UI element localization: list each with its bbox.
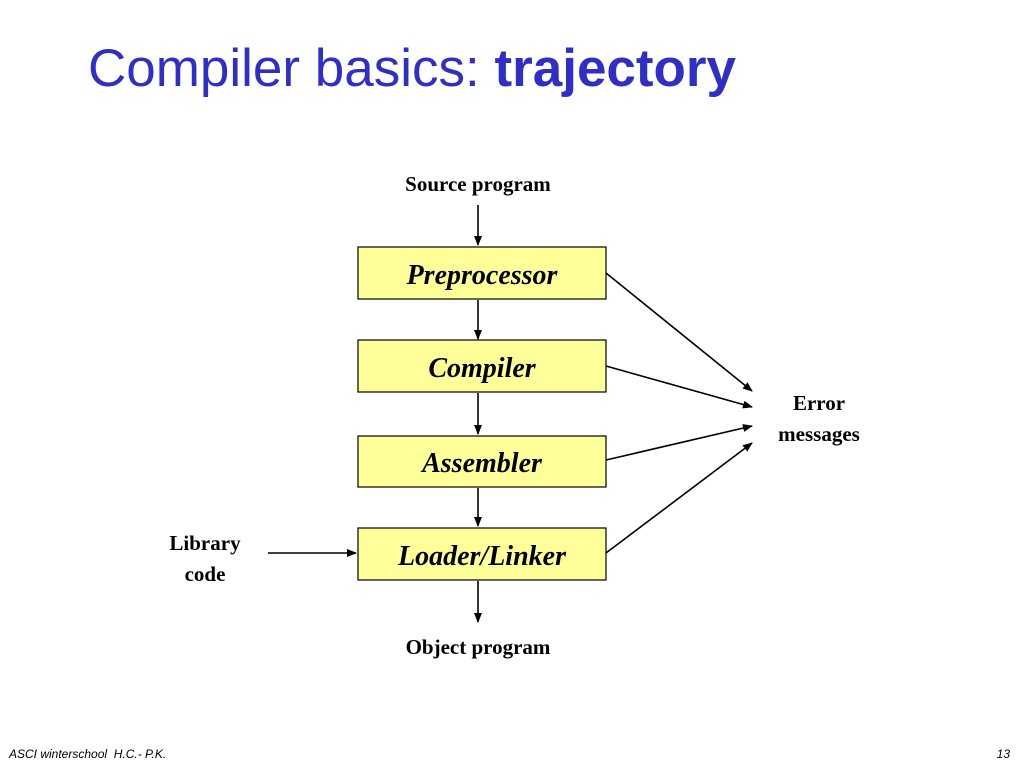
stage-box-compiler: Compiler	[357, 339, 607, 393]
slide-title: Compiler basics: trajectory	[88, 39, 737, 98]
error-messages-label-line2: messages	[778, 422, 860, 446]
stage-label-compiler: Compiler	[428, 353, 536, 384]
slide-title-prefix: Compiler basics:	[88, 39, 495, 98]
library-code-label-line1: Library	[169, 531, 241, 555]
stage-label-loader-linker: Loader/Linker	[397, 541, 567, 572]
stage-box-preprocessor: Preprocessor	[357, 246, 607, 300]
stage-label-assembler: Assembler	[420, 448, 543, 479]
slide-title-emphasis: trajectory	[494, 39, 737, 98]
library-code-label-line2: code	[185, 562, 226, 586]
object-program-label: Object program	[406, 635, 551, 659]
stage-label-preprocessor: Preprocessor	[406, 260, 559, 291]
arrow-loader-to-errors	[605, 442, 753, 554]
error-messages-label-line1: Error	[793, 391, 845, 415]
arrow-assembler-to-errors	[605, 424, 753, 461]
arrow-preprocessor-to-errors	[605, 272, 753, 392]
arrow-compiler-to-errors	[605, 365, 753, 409]
stage-box-assembler: Assembler	[357, 435, 607, 488]
footer-credit: ASCI winterschool H.C.- P.K.	[9, 747, 167, 761]
stage-box-loader-linker: Loader/Linker	[357, 527, 607, 581]
source-program-label: Source program	[405, 172, 551, 196]
slide-number: 13	[996, 747, 1010, 761]
